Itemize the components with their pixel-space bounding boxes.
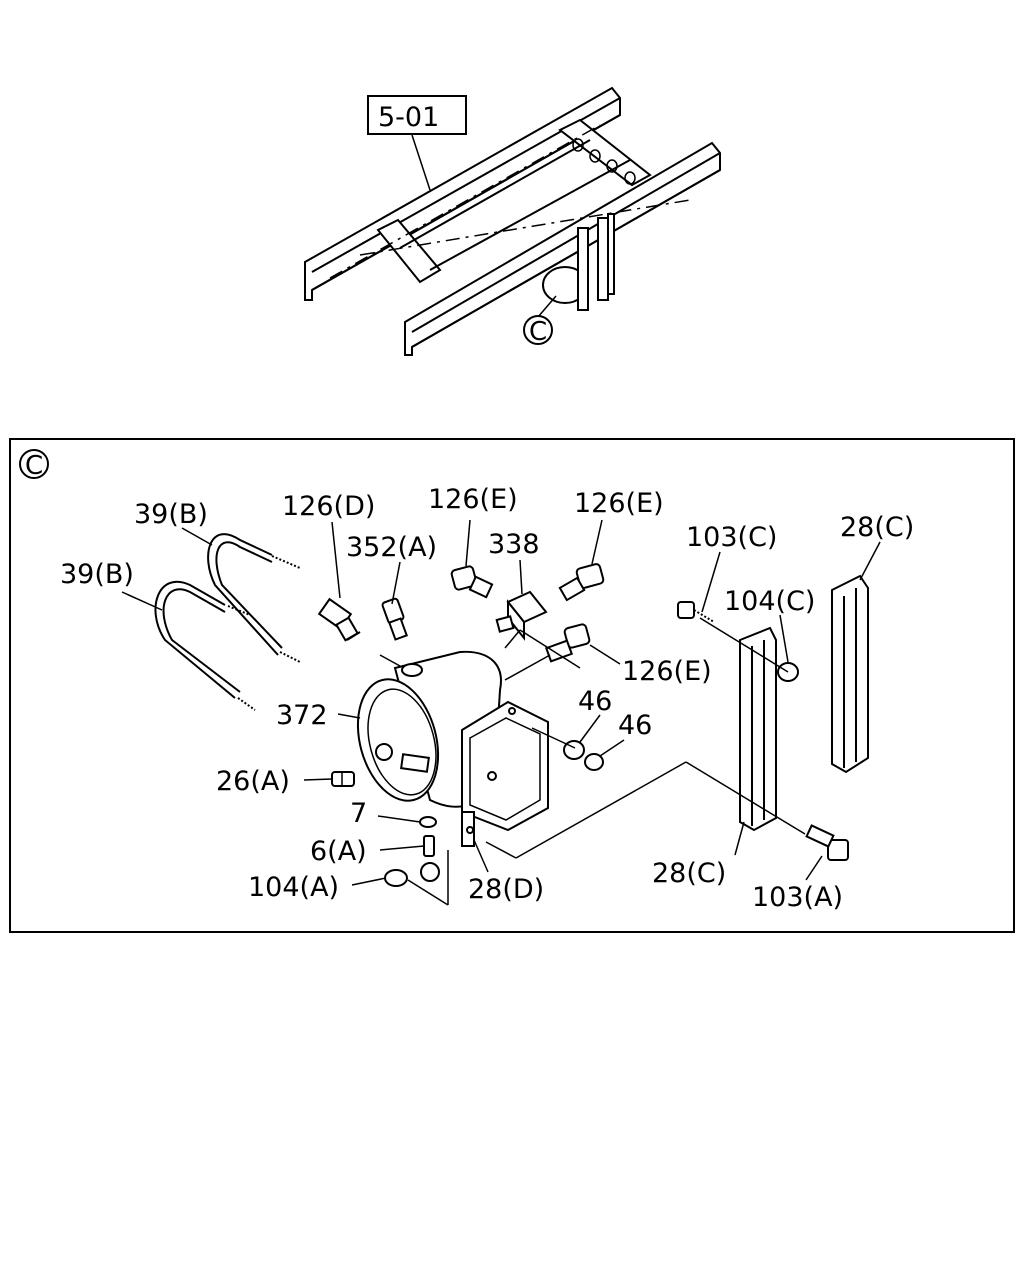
safety-valve xyxy=(381,597,408,641)
detail-panel-marker: C xyxy=(19,449,49,481)
label-28d: 28(D) xyxy=(468,874,544,905)
channel-bracket-front xyxy=(739,626,777,832)
elbow-fitting-left xyxy=(450,565,494,599)
label-6a: 6(A) xyxy=(310,836,367,867)
label-39b-upper: 39(B) xyxy=(134,499,208,530)
label-46-a: 46 xyxy=(578,686,612,717)
tank-bracket xyxy=(461,700,549,847)
reference-box-5-01: 5-01 xyxy=(367,95,467,135)
nut-104a xyxy=(384,869,408,887)
label-46-b: 46 xyxy=(618,710,652,741)
block-338 xyxy=(495,590,548,641)
label-103a: 103(A) xyxy=(752,882,843,913)
label-28c-front: 28(C) xyxy=(652,858,726,889)
nut-46-b xyxy=(584,753,604,771)
detail-marker-letter: C xyxy=(529,317,547,347)
bolt-103c xyxy=(677,601,715,623)
label-39b-lower: 39(B) xyxy=(60,559,134,590)
reference-label: 5-01 xyxy=(378,102,439,133)
chassis-frame-overview xyxy=(304,86,721,356)
label-26a: 26(A) xyxy=(216,766,290,797)
label-104a: 104(A) xyxy=(248,872,339,903)
label-126e-lower: 126(E) xyxy=(622,656,712,687)
label-126e-left: 126(E) xyxy=(428,484,518,515)
label-126d: 126(D) xyxy=(282,491,375,522)
label-126e-right: 126(E) xyxy=(574,488,664,519)
detail-panel-letter: C xyxy=(25,451,43,481)
label-28c-back: 28(C) xyxy=(840,512,914,543)
drain-valve xyxy=(317,597,361,642)
label-352a: 352(A) xyxy=(346,532,437,563)
detail-marker-overview: C xyxy=(523,295,557,347)
assembly-lines xyxy=(379,617,806,906)
u-bolt-lower xyxy=(154,580,256,711)
label-104c: 104(C) xyxy=(724,586,815,617)
channel-bracket-back xyxy=(831,574,869,774)
label-103c: 103(C) xyxy=(686,522,777,553)
bolt-103a xyxy=(805,824,849,861)
label-7: 7 xyxy=(350,798,367,829)
washer-7 xyxy=(419,816,437,828)
elbow-fitting-lower xyxy=(544,623,591,663)
label-372: 372 xyxy=(276,700,328,731)
leader-lines xyxy=(121,519,881,886)
elbow-fitting-right xyxy=(558,563,605,602)
label-338: 338 xyxy=(488,529,540,560)
plug-26a xyxy=(331,771,355,787)
